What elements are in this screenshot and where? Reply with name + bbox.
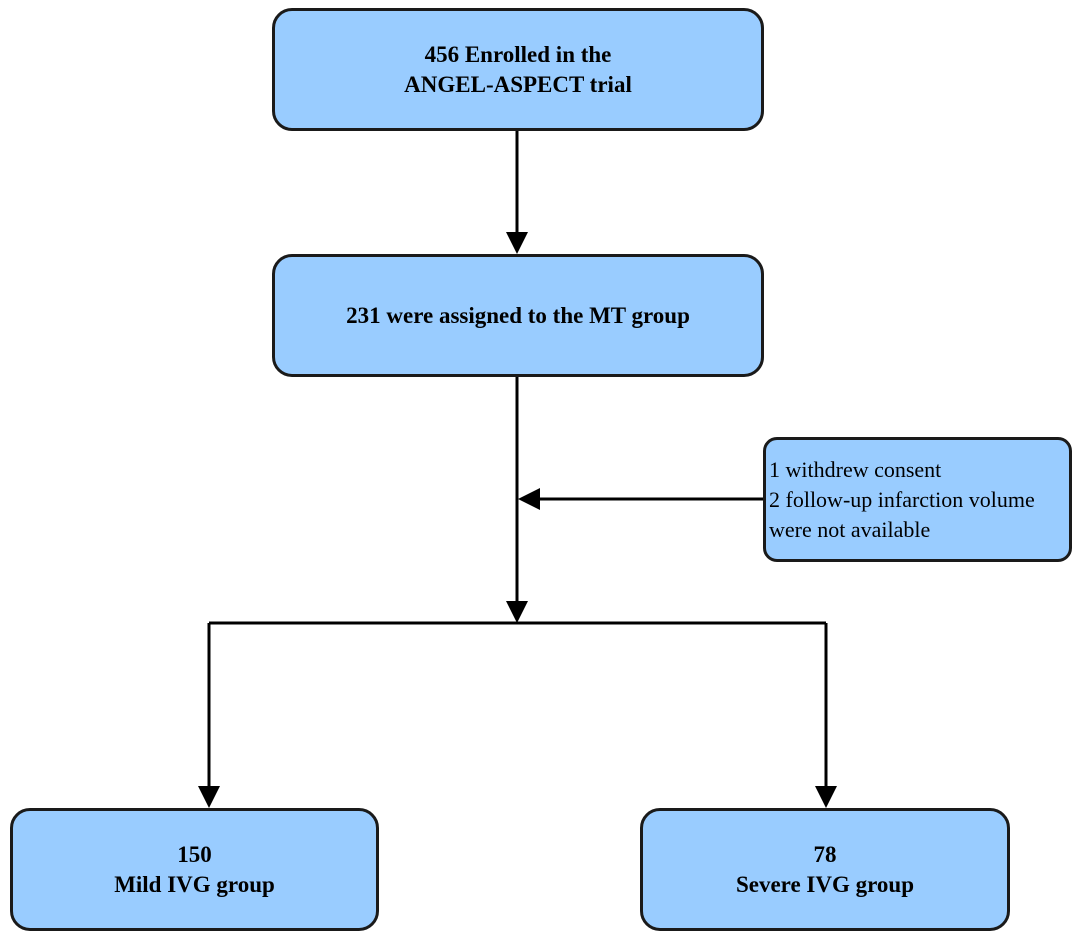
arrowhead-down-severe: [815, 786, 837, 808]
excluded-box: 1 withdrew consent 2 follow-up infarctio…: [763, 437, 1072, 562]
mild-count: 150: [177, 841, 212, 867]
mild-label: Mild IVG group: [114, 871, 275, 897]
enrolled-line-1: 456 Enrolled in the: [424, 41, 612, 67]
excluded-line-2: 2 follow-up infarction volume: [769, 486, 1035, 512]
excluded-line-3: were not available: [769, 516, 931, 542]
arrowhead-left-excluded: [518, 488, 540, 510]
excluded-line-1: 1 withdrew consent: [769, 456, 942, 482]
enrolled-line-2: ANGEL-ASPECT trial: [404, 71, 632, 97]
severe-label: Severe IVG group: [735, 871, 915, 897]
assigned-text: 231 were assigned to the MT group: [346, 302, 690, 328]
arrowhead-down-mild: [198, 786, 220, 808]
severe-ivg-box: 78 Severe IVG group: [640, 808, 1010, 931]
arrowhead-down-split: [506, 601, 528, 623]
enrolled-box: 456 Enrolled in the ANGEL-ASPECT trial: [272, 8, 764, 131]
severe-count: 78: [813, 841, 837, 867]
mild-ivg-box: 150 Mild IVG group: [10, 808, 379, 931]
assigned-box: 231 were assigned to the MT group: [272, 254, 764, 377]
arrowhead-down-assigned: [506, 232, 528, 254]
